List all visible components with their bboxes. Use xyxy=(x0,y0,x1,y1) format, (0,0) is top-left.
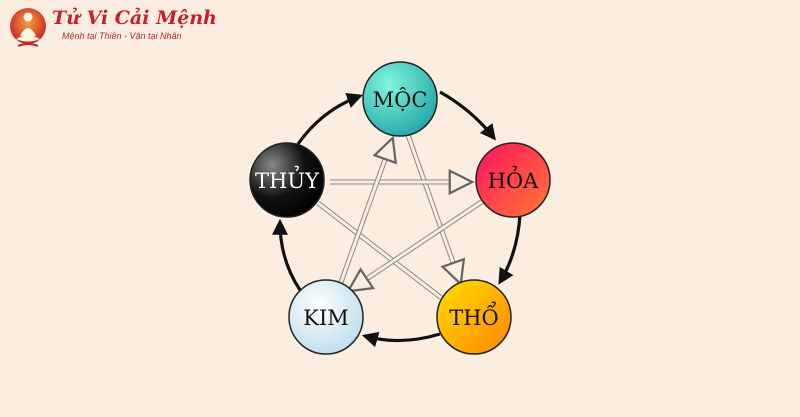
node-kim-label: KIM xyxy=(303,306,349,330)
node-tho-label: THỔ xyxy=(449,302,499,330)
arrow-kim-to-thuy xyxy=(272,218,302,291)
node-moc-label: MỘC xyxy=(373,88,428,112)
generating-arrows xyxy=(272,90,522,348)
meditating-buddha-icon xyxy=(10,8,46,47)
brand-logo[interactable]: Tử Vi Cải Mệnh Mệnh tại Thiên - Vận tại … xyxy=(8,6,217,54)
node-moc: MỘC xyxy=(362,61,438,137)
arrow-hoa-to-tho xyxy=(498,213,522,285)
arrow-tho-to-kim xyxy=(361,331,441,348)
arrow-tho-to-thuy xyxy=(316,201,446,302)
node-hoa-label: HỎA xyxy=(488,166,540,193)
overcoming-arrows xyxy=(316,134,485,302)
arrow-kim-to-moc xyxy=(337,140,392,286)
node-thuy-label: THỦY xyxy=(255,166,320,193)
node-tho: THỔ xyxy=(436,279,512,355)
brand-title: Tử Vi Cải Mệnh xyxy=(52,7,217,29)
node-thuy: THỦY xyxy=(249,142,325,218)
node-hoa: HỎA xyxy=(475,142,551,218)
arrow-thuy-to-moc xyxy=(296,92,364,145)
arrow-moc-to-tho xyxy=(405,134,460,282)
node-kim: KIM xyxy=(288,279,364,355)
arrow-moc-to-hoa xyxy=(439,90,496,141)
brand-slogan: Mệnh tại Thiên - Vận tại Nhân xyxy=(62,31,182,41)
arrow-hoa-to-kim xyxy=(350,198,485,290)
